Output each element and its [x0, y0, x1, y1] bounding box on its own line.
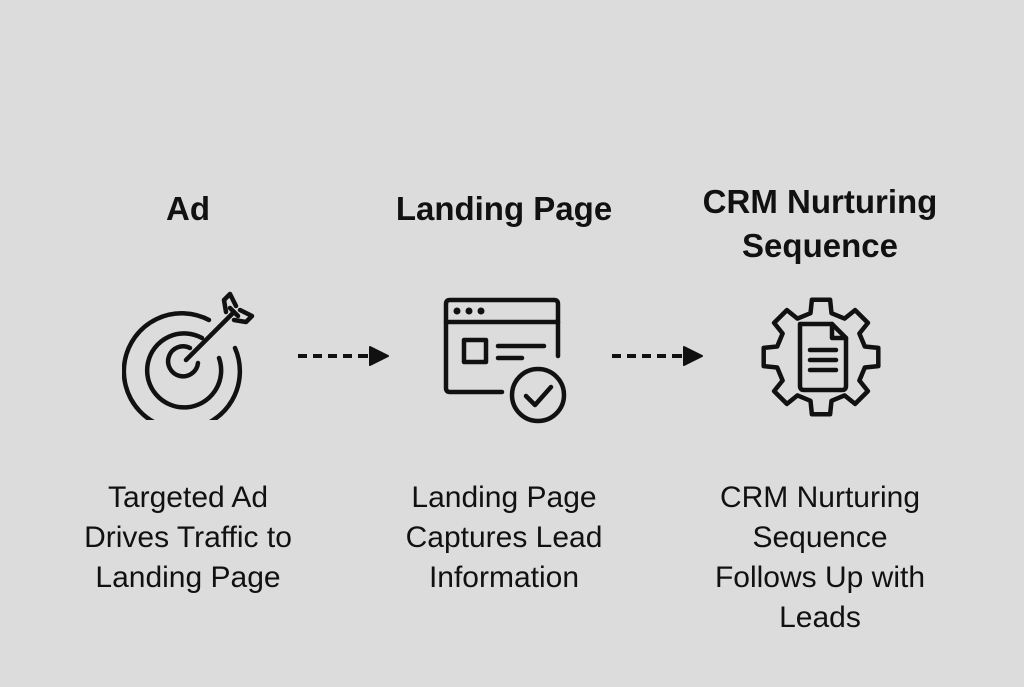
browser-window-check-icon	[443, 297, 567, 424]
stage-description-landing-page: Landing Page Captures Lead Information	[405, 481, 603, 594]
stage-title-crm-nurturing-sequence: CRM Nurturing Sequence	[702, 183, 938, 264]
stage-description-crm-nurturing-sequence: CRM Nurturing Sequence Follows Up with L…	[714, 481, 926, 634]
stage-title-landing-page: Landing Page	[395, 190, 613, 227]
target-arrow-icon	[122, 291, 255, 420]
connector-arrow-2	[612, 346, 703, 366]
stage-title-ad: Ad	[166, 190, 210, 227]
gear-document-icon	[761, 297, 881, 417]
connector-arrow-1	[298, 346, 389, 366]
stage-description-ad: Targeted Ad Drives Traffic to Landing Pa…	[84, 481, 292, 594]
